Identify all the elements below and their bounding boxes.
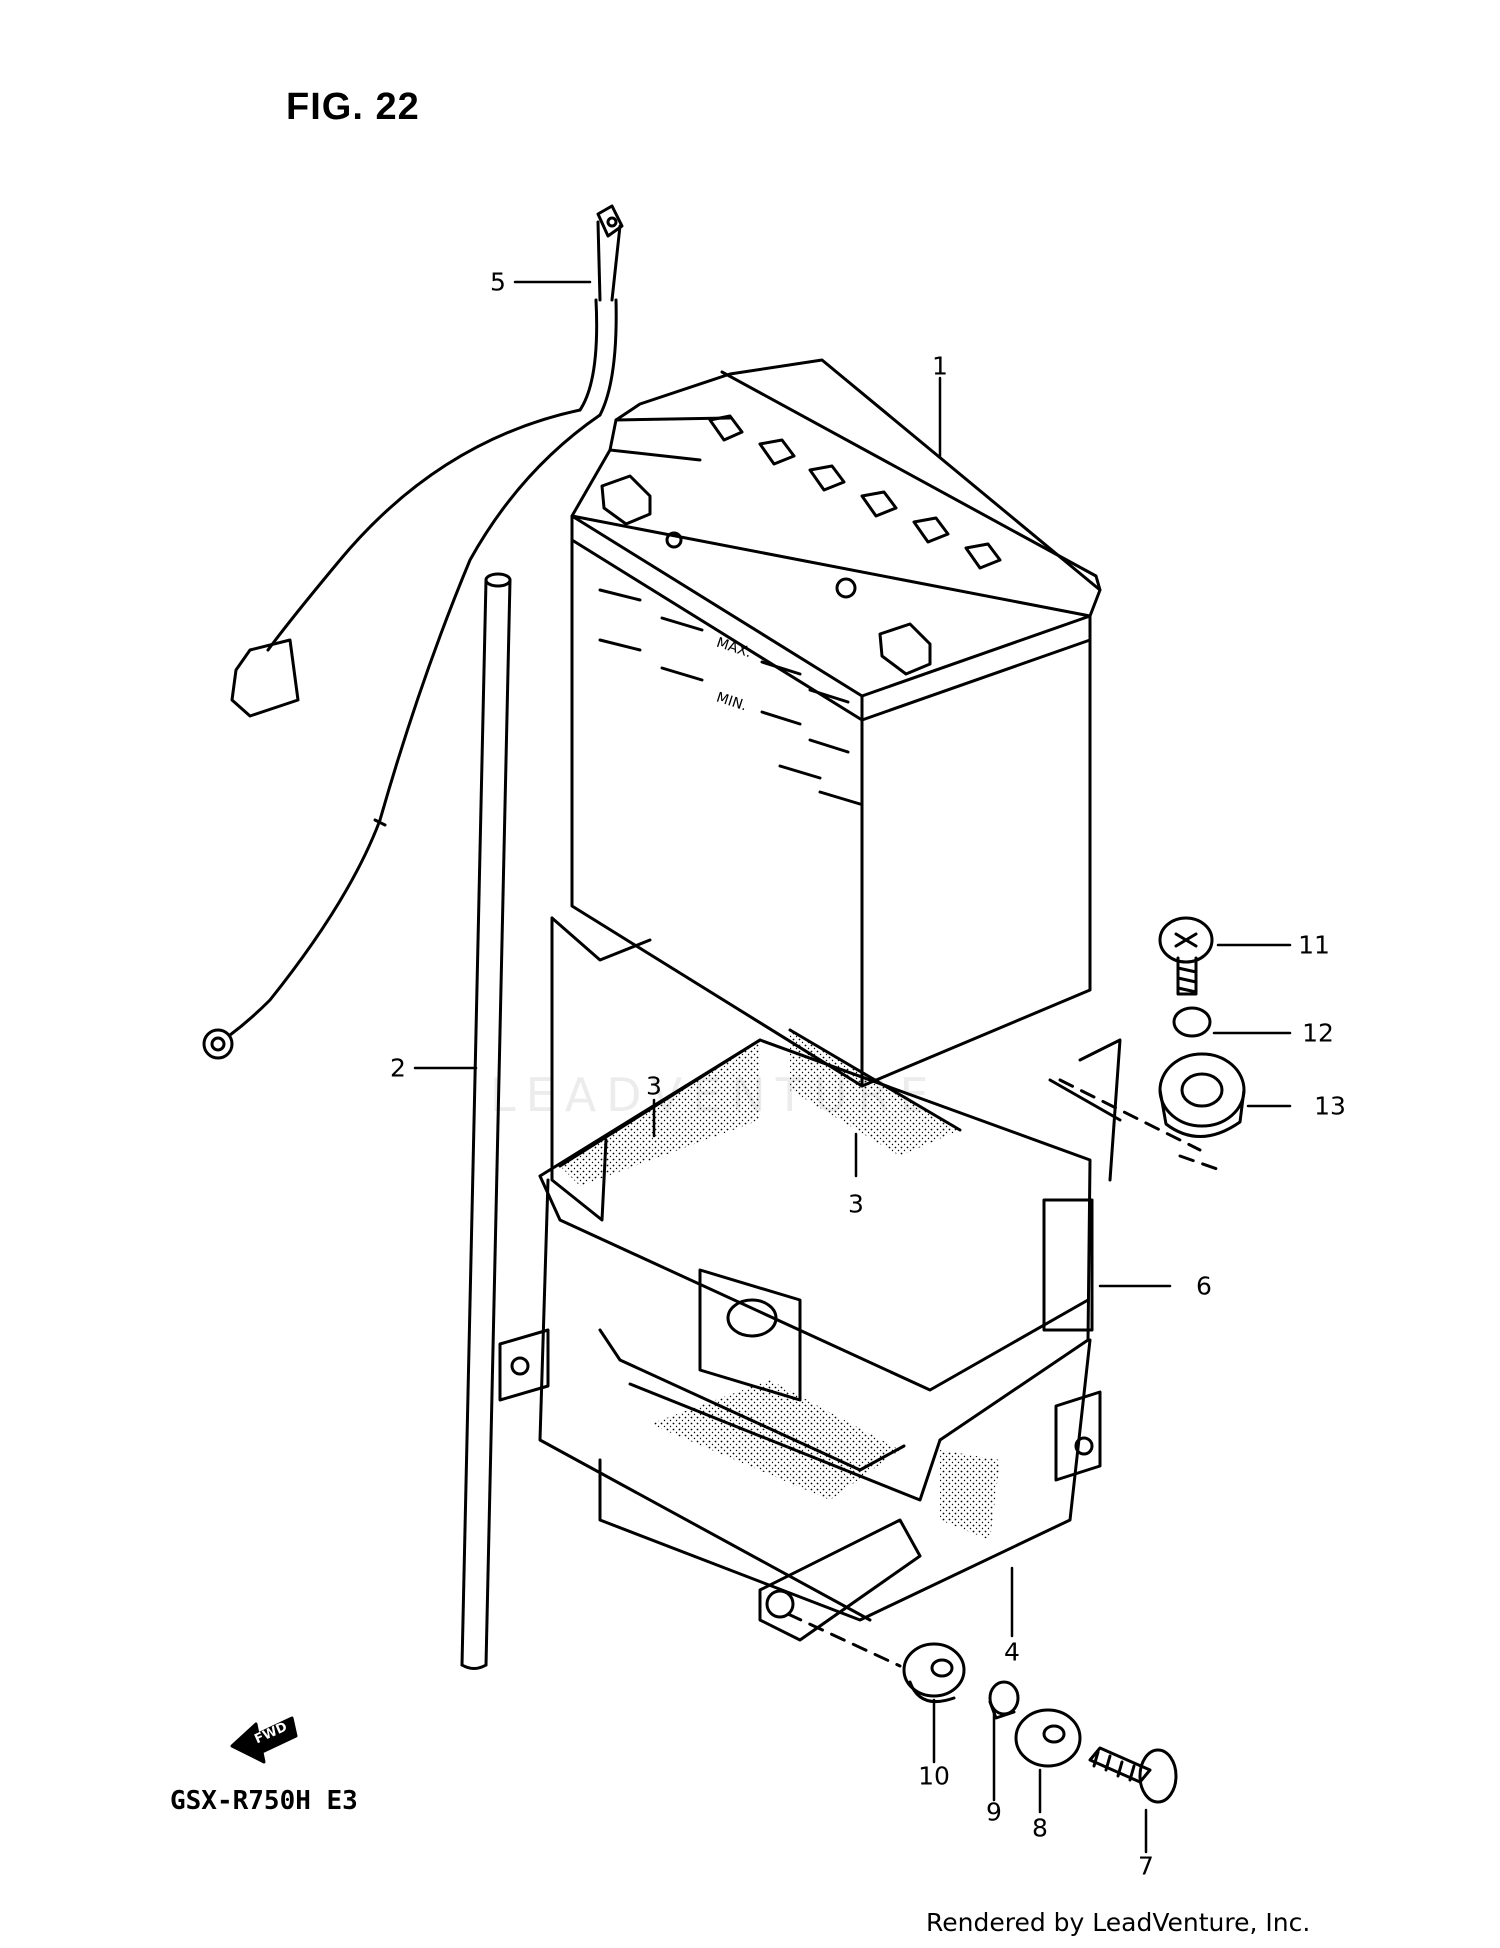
battery-holder-drawing bbox=[498, 916, 1122, 1642]
callout-2: 2 bbox=[390, 1053, 406, 1083]
battery-drawing bbox=[570, 358, 1102, 1088]
callout-13: 13 bbox=[1314, 1091, 1346, 1121]
credit-text: Rendered by LeadVenture, Inc. bbox=[926, 1908, 1311, 1937]
callout-3: 3 bbox=[848, 1189, 864, 1219]
callout-8: 8 bbox=[1032, 1813, 1048, 1843]
callout-6: 6 bbox=[1196, 1271, 1212, 1301]
callout-12: 12 bbox=[1302, 1018, 1334, 1048]
callout-9: 9 bbox=[986, 1797, 1002, 1827]
callout-11: 11 bbox=[1298, 930, 1330, 960]
callout-10: 10 bbox=[918, 1761, 950, 1791]
fwd-arrow-icon bbox=[230, 1716, 298, 1764]
figure-title: FIG. 22 bbox=[286, 86, 420, 128]
front-fasteners-drawing bbox=[786, 1612, 1178, 1804]
breather-tube-drawing bbox=[460, 572, 512, 1670]
callout-5: 5 bbox=[490, 267, 506, 297]
rear-fasteners-drawing bbox=[1058, 916, 1246, 1172]
callout-leader-lines bbox=[413, 280, 1292, 1854]
model-code: GSX-R750H E3 bbox=[170, 1786, 358, 1816]
callout-7: 7 bbox=[1138, 1851, 1154, 1881]
callout-3: 3 bbox=[646, 1071, 662, 1101]
callout-4: 4 bbox=[1004, 1637, 1020, 1667]
callout-1: 1 bbox=[932, 351, 948, 381]
battery-cable-drawing bbox=[202, 204, 624, 1060]
